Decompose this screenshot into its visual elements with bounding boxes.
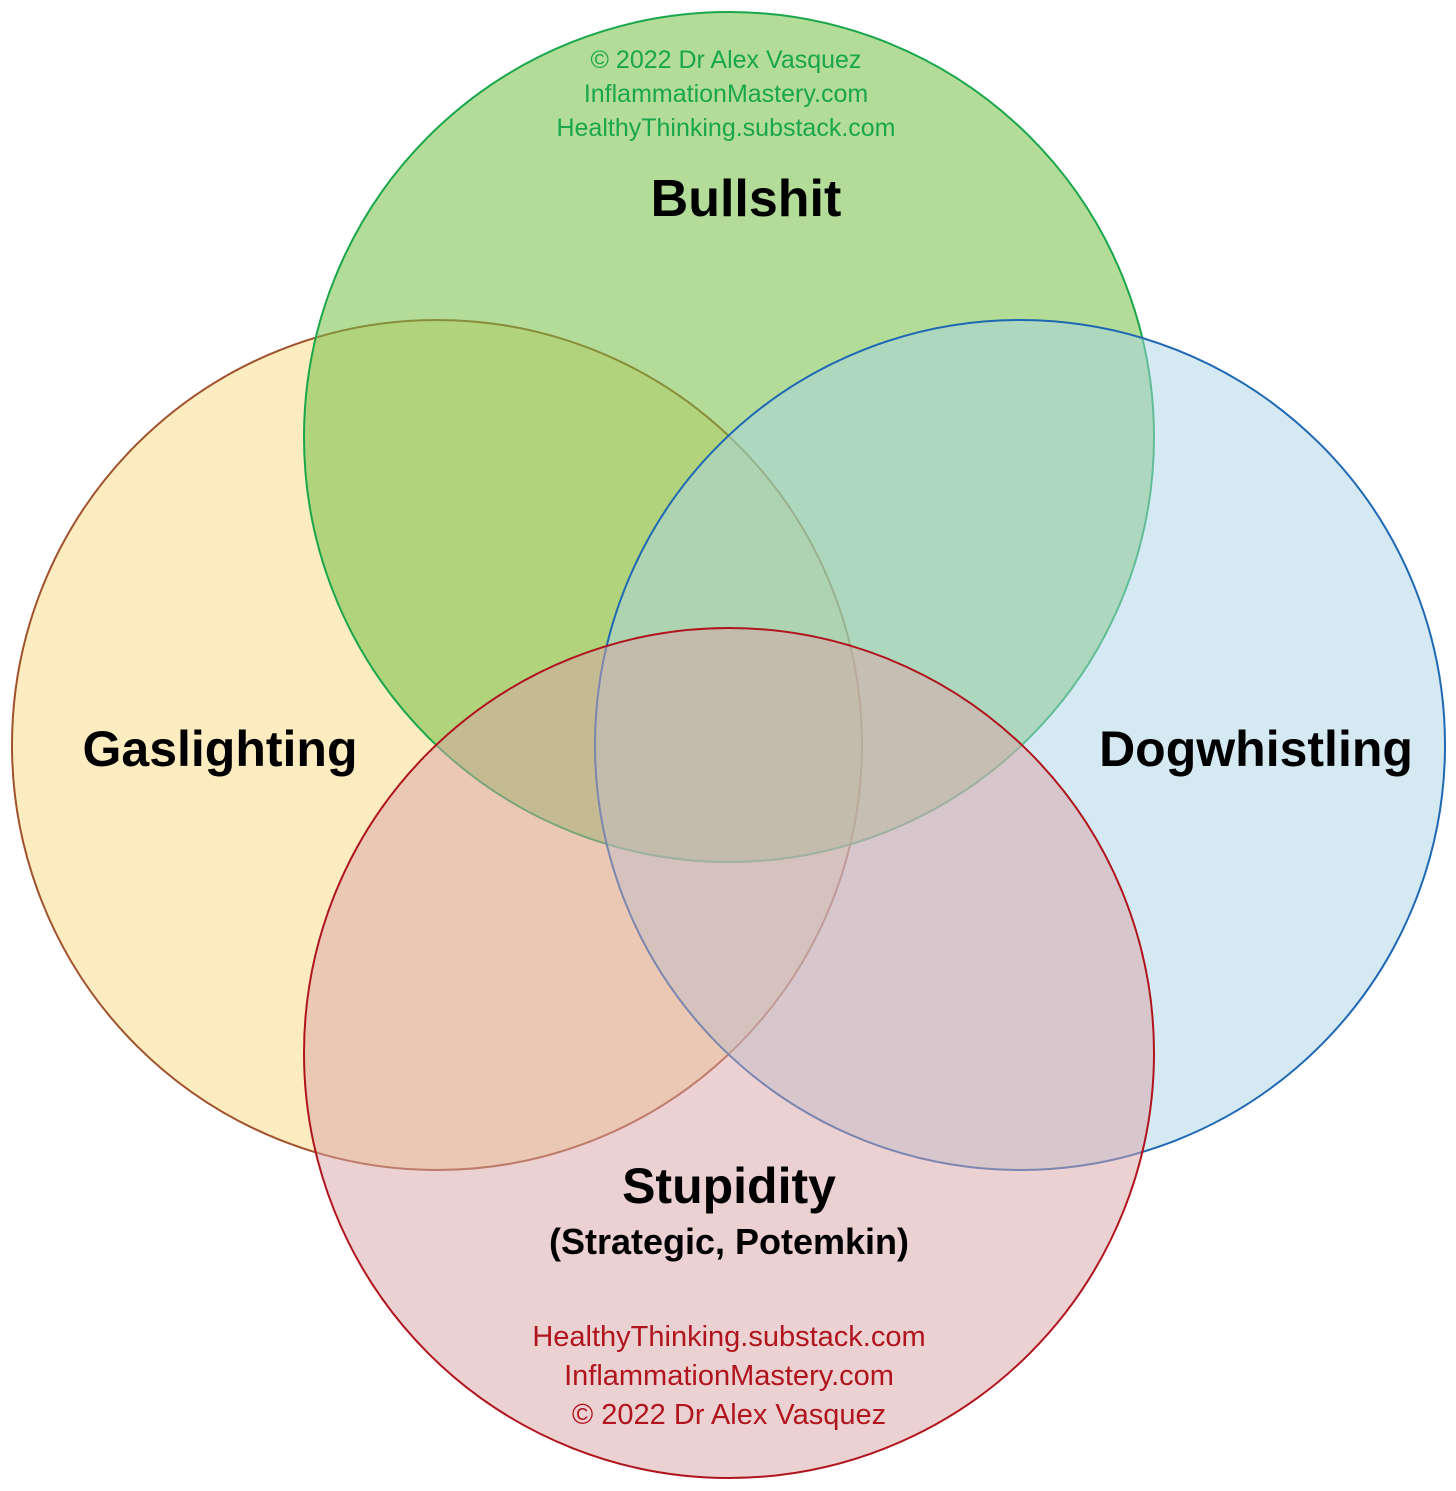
- stupidity-label: Stupidity: [622, 1158, 836, 1214]
- stupidity-sublabel: (Strategic, Potemkin): [549, 1221, 909, 1262]
- credit-top-inflammation: InflammationMastery.com: [584, 80, 868, 108]
- gaslighting-label: Gaslighting: [83, 721, 358, 777]
- dogwhistling-label: Dogwhistling: [1099, 721, 1413, 777]
- bullshit-label: Bullshit: [651, 170, 842, 228]
- credit-bottom-inflammation: InflammationMastery.com: [564, 1360, 894, 1392]
- credit-bottom-healthythinking: HealthyThinking.substack.com: [532, 1321, 925, 1353]
- credit-top-healthythinking: HealthyThinking.substack.com: [556, 114, 895, 142]
- credit-bottom-copyright: © 2022 Dr Alex Vasquez: [572, 1399, 886, 1431]
- credit-top-copyright: © 2022 Dr Alex Vasquez: [591, 46, 862, 74]
- stupidity-circle: [303, 627, 1155, 1479]
